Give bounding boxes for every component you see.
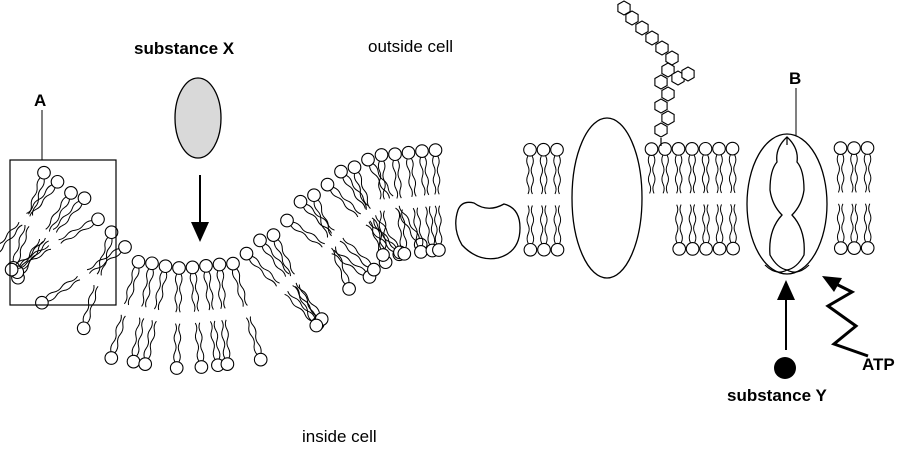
sugar-unit [618,1,630,15]
upper-phospholipid [240,247,279,286]
lower-phospholipid [727,204,740,255]
lower-phospholipid [673,205,686,256]
label-b: B [789,70,801,87]
sugar-unit [656,41,668,55]
upper-phospholipid [402,146,416,197]
lower-phospholipid [105,315,125,365]
substance-x-arrowhead [191,222,209,242]
lower-phospholipid [246,317,267,366]
lower-phospholipid [835,204,848,255]
sugar-unit [666,51,678,65]
carbohydrate-chain [618,1,694,137]
upper-phospholipid [524,144,537,195]
lower-phospholipid [848,204,861,255]
integral-protein [572,118,642,278]
upper-phospholipid [389,148,402,199]
sugar-unit [655,123,667,137]
label-a: A [34,92,46,109]
lower-phospholipid [686,205,699,256]
upper-phospholipid [348,161,370,210]
upper-phospholipid [308,189,332,238]
lower-phospholipid [861,204,874,255]
upper-phospholipid [848,142,861,193]
upper-phospholipid [416,145,429,196]
upper-phospholipid [59,213,105,244]
lower-phospholipid [538,205,551,256]
upper-phospholipid [186,261,199,312]
substance-y-molecule [774,357,796,379]
upper-phospholipid [834,142,847,193]
upper-phospholipid [281,214,325,247]
upper-phospholipid [321,178,361,217]
sugar-unit [682,67,694,81]
lower-phospholipid [433,206,446,257]
lower-phospholipid [524,206,537,257]
lower-phospholipid [139,320,157,370]
peripheral-protein [456,202,520,258]
lower-phospholipid [413,208,427,258]
lower-phospholipid [77,285,98,335]
upper-phospholipid [699,143,712,194]
lower-phospholipid [221,320,234,371]
upper-phospholipid [227,257,248,306]
lower-phospholipid [36,276,80,309]
label-substance-x: substance X [134,40,234,57]
lower-phospholipid [5,246,51,276]
sugar-unit [646,31,658,45]
phospholipid-bilayer [0,142,874,375]
upper-phospholipid [861,142,874,193]
upper-phospholipid [686,143,699,194]
label-outside-cell: outside cell [368,38,453,55]
lower-phospholipid [700,205,713,256]
lower-phospholipid [713,204,726,255]
sugar-unit [662,87,674,101]
atp-energy-arrow [828,282,868,356]
upper-phospholipid [124,255,145,305]
upper-phospholipid [87,241,131,274]
upper-phospholipid [429,144,442,195]
sugar-unit [655,75,667,89]
lower-phospholipid [195,323,208,374]
lower-phospholipid [170,324,183,375]
upper-phospholipid [672,143,685,194]
lower-phospholipid [551,205,564,256]
label-inside-cell: inside cell [302,428,377,445]
upper-phospholipid [200,260,214,311]
upper-phospholipid [173,262,186,313]
upper-phospholipid [659,143,672,194]
upper-phospholipid [537,143,550,194]
sugar-unit [662,111,674,125]
carrier-protein-b [747,134,827,274]
upper-phospholipid [726,142,739,193]
label-atp: ATP [862,356,895,373]
upper-phospholipid [213,258,226,309]
upper-phospholipid [97,226,118,276]
upper-phospholipid [645,143,658,194]
label-substance-y: substance Y [727,387,827,404]
sugar-unit [636,21,648,35]
lower-phospholipid [332,247,356,296]
substance-x-molecule [175,78,221,158]
upper-phospholipid [551,143,564,194]
lower-phospholipid [398,210,411,261]
sugar-unit [655,99,667,113]
upper-phospholipid [713,142,726,193]
substance-y-arrowhead [777,280,795,300]
